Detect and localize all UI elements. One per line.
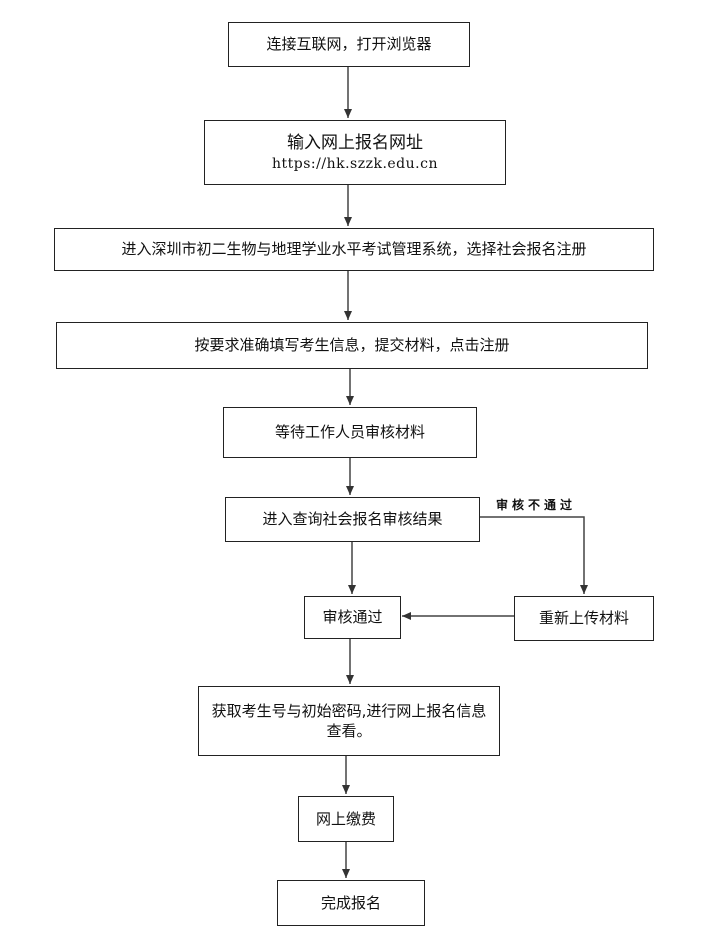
step-complete: 完成报名 xyxy=(277,880,425,926)
step-review-passed: 审核通过 xyxy=(304,596,401,639)
step-fill-info-text: 按要求准确填写考生信息，提交材料，点击注册 xyxy=(194,336,510,355)
step-enter-url: 输入网上报名网址 https://hk.szzk.edu.cn xyxy=(204,120,506,185)
step-wait-review: 等待工作人员审核材料 xyxy=(223,407,477,458)
step-enter-url-title: 输入网上报名网址 xyxy=(287,132,423,153)
step-query-result: 进入查询社会报名审核结果 xyxy=(225,497,480,542)
step-reupload-text: 重新上传材料 xyxy=(538,609,629,628)
step-query-result-text: 进入查询社会报名审核结果 xyxy=(262,510,443,529)
step-wait-review-text: 等待工作人员审核材料 xyxy=(274,423,425,442)
reject-label: 审核不通过 xyxy=(494,496,579,513)
step-pay-online: 网上缴费 xyxy=(298,796,394,842)
step-enter-system: 进入深圳市初二生物与地理学业水平考试管理系统，选择社会报名注册 xyxy=(54,228,654,271)
step-get-credentials-text: 获取考生号与初始密码,进行网上报名信息查看。 xyxy=(211,701,487,740)
step-get-credentials: 获取考生号与初始密码,进行网上报名信息查看。 xyxy=(198,686,500,756)
step-reupload: 重新上传材料 xyxy=(514,596,654,641)
arrow-query-to-reupload xyxy=(479,516,588,594)
step-connect: 连接互联网，打开浏览器 xyxy=(228,22,470,67)
step-review-passed-text: 审核通过 xyxy=(322,608,383,627)
step-pay-online-text: 网上缴费 xyxy=(315,809,376,828)
step-complete-text: 完成报名 xyxy=(320,893,381,912)
step-connect-text: 连接互联网，打开浏览器 xyxy=(266,35,432,54)
step-enter-url-address: https://hk.szzk.edu.cn xyxy=(272,155,438,172)
step-fill-info: 按要求准确填写考生信息，提交材料，点击注册 xyxy=(56,322,648,369)
step-enter-system-text: 进入深圳市初二生物与地理学业水平考试管理系统，选择社会报名注册 xyxy=(121,240,587,259)
